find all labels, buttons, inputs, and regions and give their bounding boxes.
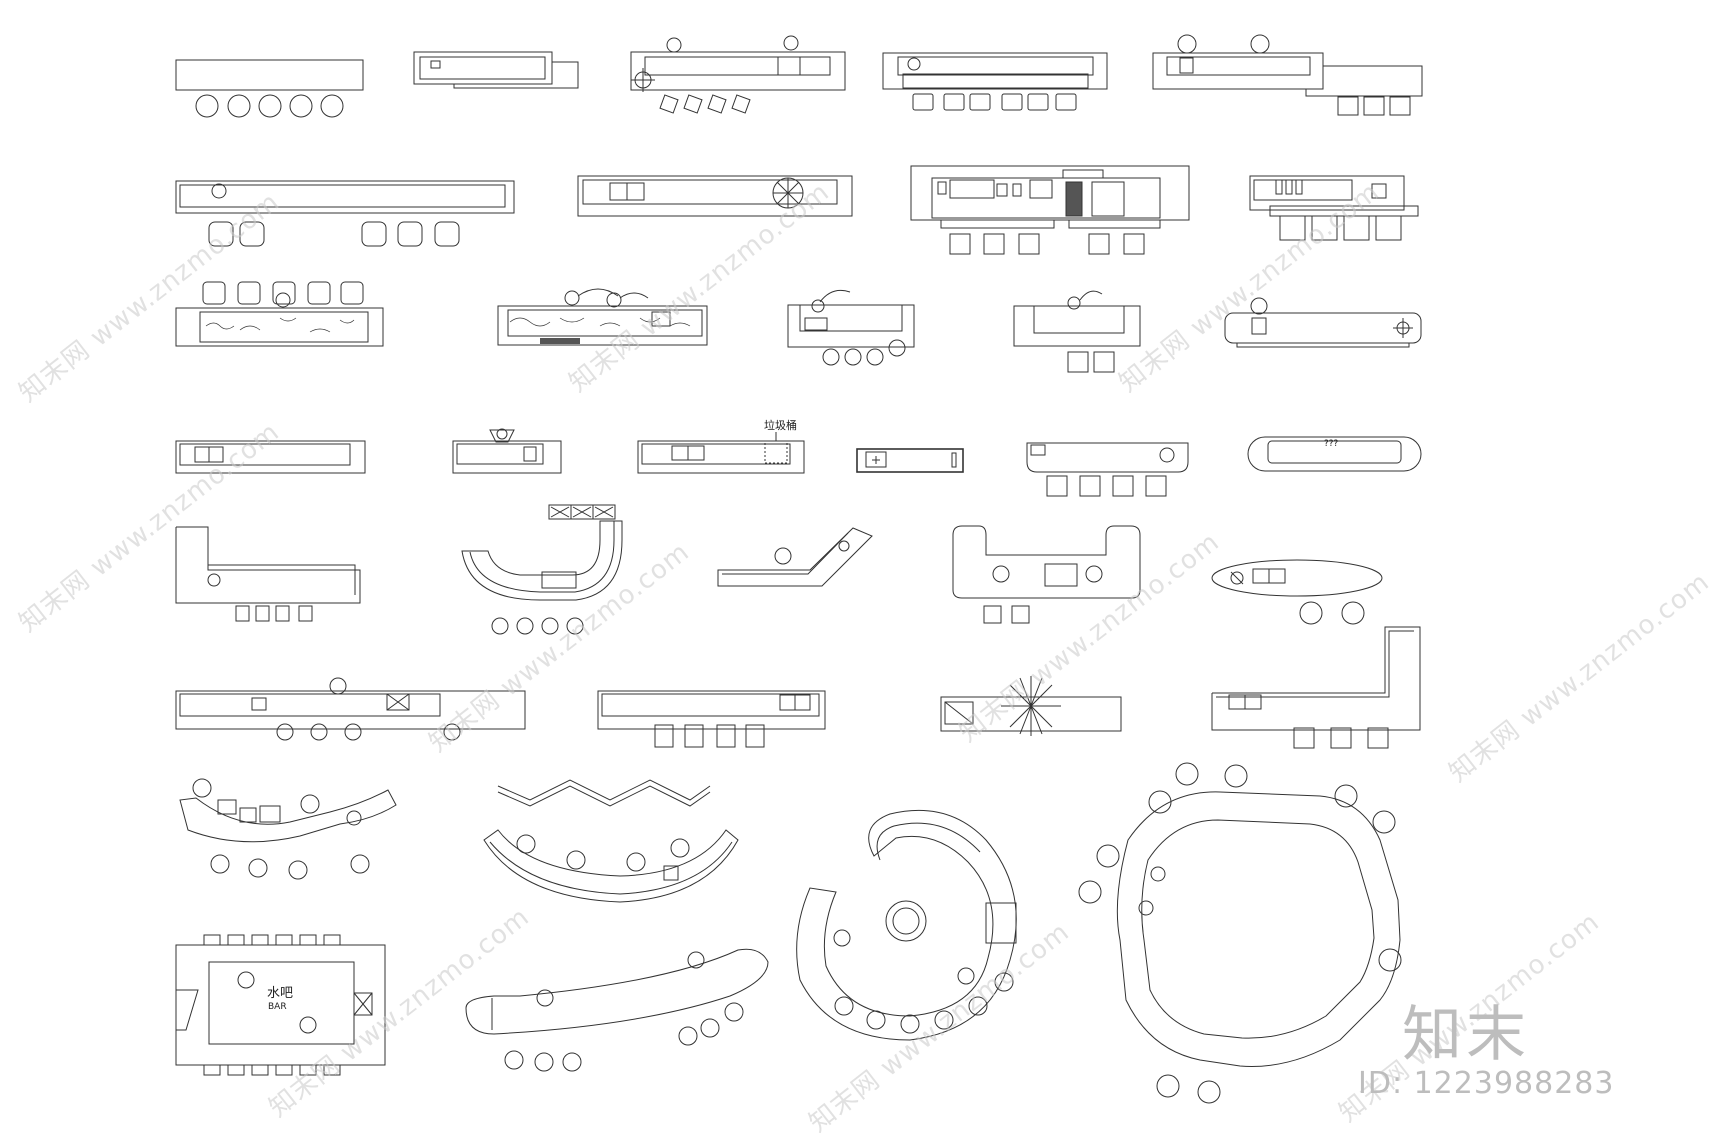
bar-counter-27 (597, 690, 826, 748)
bar-counter-7 (577, 175, 853, 217)
bar-counter-4 (882, 52, 1108, 111)
bar-counter-20 (1247, 436, 1422, 472)
bar-counter-28 (940, 676, 1122, 736)
bar-counter-17 (637, 432, 805, 474)
bar-counter-26 (175, 677, 526, 741)
trash-bin-label: 垃圾桶 (764, 419, 797, 432)
stools (195, 94, 344, 118)
bar-counter-plan-drawing (175, 34, 1423, 1104)
bar-counter-14 (1224, 297, 1422, 348)
bar-counter-2 (413, 51, 579, 89)
bar-counter-35 (465, 948, 769, 1072)
bar-counter-25 (1211, 559, 1383, 625)
bar-counter-16 (452, 428, 562, 474)
bar-counter-8 (910, 165, 1190, 255)
bar-counter-34 (175, 934, 386, 1076)
bar-counter-19 (1026, 442, 1189, 497)
bar-counter-15 (175, 440, 366, 474)
bar-counter-13 (1013, 290, 1141, 373)
bar-counter-30 (179, 778, 397, 880)
bar-label-en: BAR (268, 1002, 287, 1012)
bar-counter-1 (175, 59, 364, 118)
bar-counter-18 (856, 448, 964, 473)
bar-counter-31 (483, 779, 739, 903)
bar-counter-23 (717, 527, 873, 587)
bar-counter-22 (461, 504, 623, 635)
bar-counter-10 (175, 281, 384, 347)
bar-counter-24 (952, 525, 1141, 624)
bar-counter-9 (1249, 175, 1419, 241)
bar-counter-6 (175, 180, 515, 247)
bar-counter-5 (1152, 34, 1423, 116)
bar-label-cn: 水吧 (267, 986, 294, 1001)
unknown-label: ??? (1324, 439, 1339, 449)
bar-counter-32 (796, 809, 1017, 1041)
cad-drawing-sheet: 垃圾桶 ??? 水吧 BAR 知末网 www.znzmo.com 知末网 www… (14, 34, 1715, 1138)
bar-counter-33 (1078, 762, 1402, 1104)
bar-counter-3 (630, 35, 846, 114)
bar-counter-12 (787, 289, 915, 366)
bar-counter-11 (497, 288, 708, 346)
bar-counter-29 (1211, 626, 1421, 749)
bar-counter-21 (175, 526, 361, 622)
